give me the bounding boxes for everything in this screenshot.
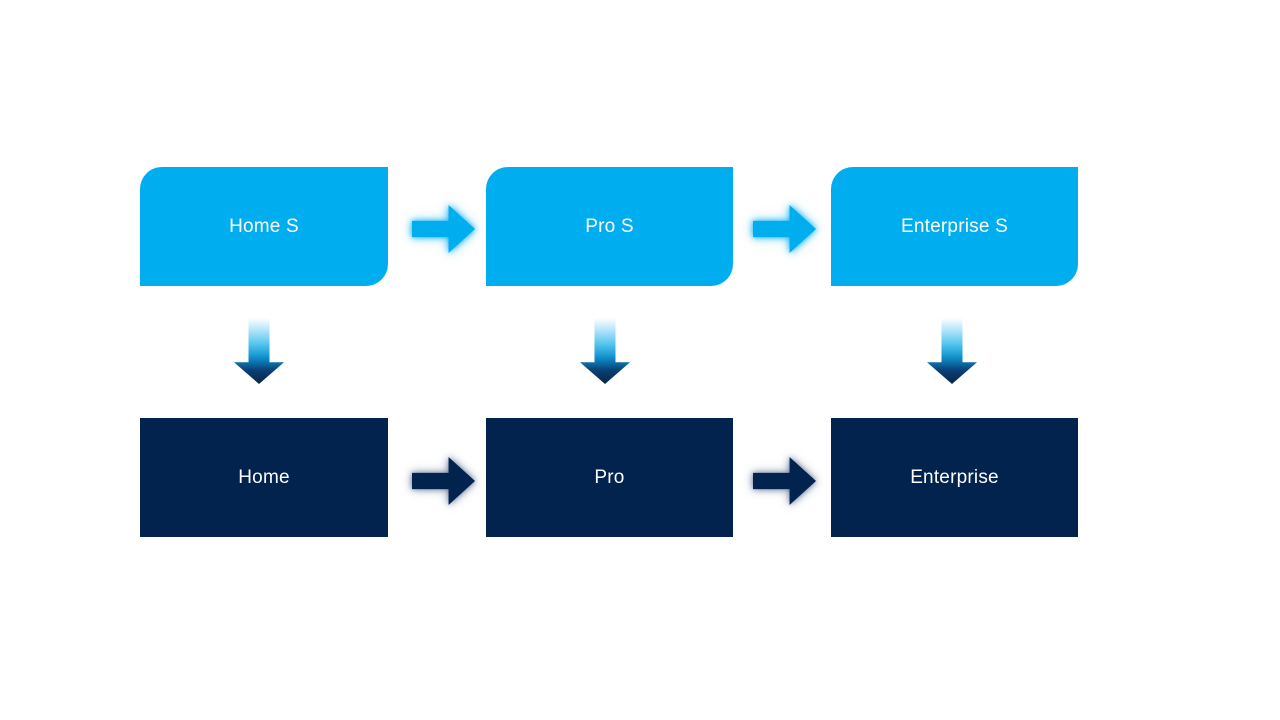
right-arrow-shape: [753, 457, 816, 505]
node-enterprise-s-label: Enterprise S: [901, 215, 1008, 237]
node-pro: Pro: [486, 418, 733, 537]
right-arrow-icon: [412, 205, 475, 253]
node-enterprise: Enterprise: [831, 418, 1078, 537]
right-arrow-icon: [753, 205, 816, 253]
node-pro-s: Pro S: [486, 167, 733, 286]
down-arrow-icon: [234, 318, 284, 384]
node-home: Home: [140, 418, 388, 537]
down-arrow-icon: [927, 318, 977, 384]
node-home-label: Home: [238, 466, 290, 488]
node-home-s: Home S: [140, 167, 388, 286]
node-pro-s-label: Pro S: [585, 215, 634, 237]
node-enterprise-label: Enterprise: [910, 466, 999, 488]
right-arrow-shape: [753, 205, 816, 253]
down-arrow-icon: [580, 318, 630, 384]
right-arrow-icon: [753, 457, 816, 505]
node-home-s-label: Home S: [229, 215, 299, 237]
node-pro-label: Pro: [594, 466, 625, 488]
right-arrow-shape: [412, 205, 475, 253]
node-enterprise-s: Enterprise S: [831, 167, 1078, 286]
right-arrow-icon: [412, 457, 475, 505]
right-arrow-shape: [412, 457, 475, 505]
